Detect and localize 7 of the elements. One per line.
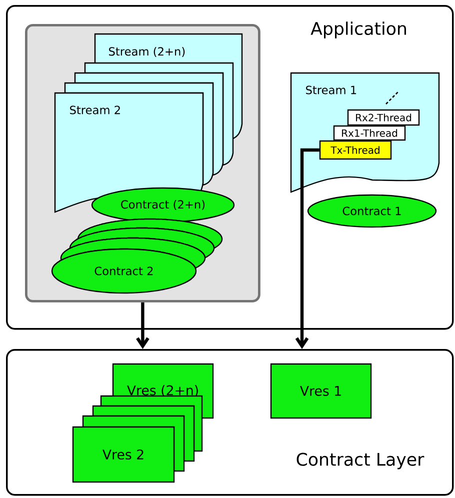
thread-box: Rx2-Thread	[347, 109, 420, 126]
arrow	[136, 302, 150, 349]
vres-box: Vres 2	[72, 426, 175, 483]
thread-box: Rx1-Thread	[333, 125, 406, 141]
thread-box: Tx-Thread	[319, 140, 392, 160]
vres-box: Vres 1	[270, 363, 372, 419]
arrow	[295, 148, 320, 349]
